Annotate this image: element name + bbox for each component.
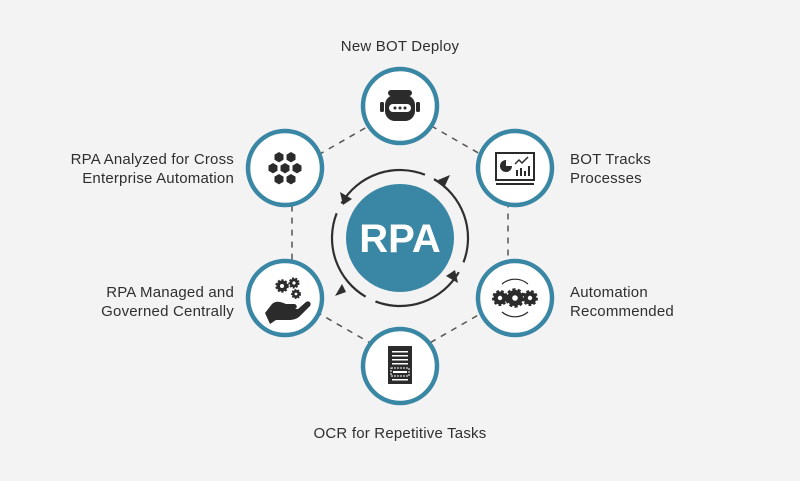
label-automation-recommended: Automation Recommended xyxy=(570,283,674,321)
cycle-arrowhead-icon xyxy=(438,175,450,188)
ocr-document-icon xyxy=(388,346,412,384)
node-bot-deploy xyxy=(360,66,440,146)
label-line: Governed Centrally xyxy=(101,303,234,320)
dashboard-chart-icon xyxy=(495,152,535,185)
label-line: BOT Tracks xyxy=(570,151,651,168)
label-bot-tracks: BOT Tracks Processes xyxy=(570,150,651,188)
label-line: Enterprise Automation xyxy=(82,170,234,187)
label-line: RPA Managed and xyxy=(106,284,234,301)
label-line: New BOT Deploy xyxy=(340,38,460,55)
label-line: Recommended xyxy=(570,303,674,320)
node-analyzed xyxy=(245,128,325,208)
cycle-arrowhead-icon xyxy=(340,192,352,205)
cycle-arrowhead-icon xyxy=(446,270,458,283)
node-automation-recommended xyxy=(475,258,555,338)
rpa-center-circle xyxy=(346,184,454,292)
label-ocr: OCR for Repetitive Tasks xyxy=(260,424,540,443)
hand-gears-icon xyxy=(265,277,311,324)
robot-icon xyxy=(380,90,420,121)
cycle-arrow-ring xyxy=(330,168,470,308)
node-managed xyxy=(245,258,325,338)
node-ocr xyxy=(360,326,440,406)
node-bot-tracks xyxy=(475,128,555,208)
label-line: OCR for Repetitive Tasks xyxy=(313,425,487,442)
label-line: Automation xyxy=(570,284,648,301)
gears-cycle-icon xyxy=(492,278,538,318)
label-analyzed: RPA Analyzed for Cross Enterprise Automa… xyxy=(71,150,234,188)
rpa-center-label: RPA xyxy=(359,217,440,261)
honeycomb-icon xyxy=(268,152,302,185)
label-line: Processes xyxy=(570,170,642,187)
label-line: RPA Analyzed for Cross xyxy=(70,151,234,168)
label-managed: RPA Managed and Governed Centrally xyxy=(101,283,234,321)
cycle-arrowhead-icon xyxy=(335,284,346,296)
label-bot-deploy: New BOT Deploy xyxy=(300,37,500,56)
